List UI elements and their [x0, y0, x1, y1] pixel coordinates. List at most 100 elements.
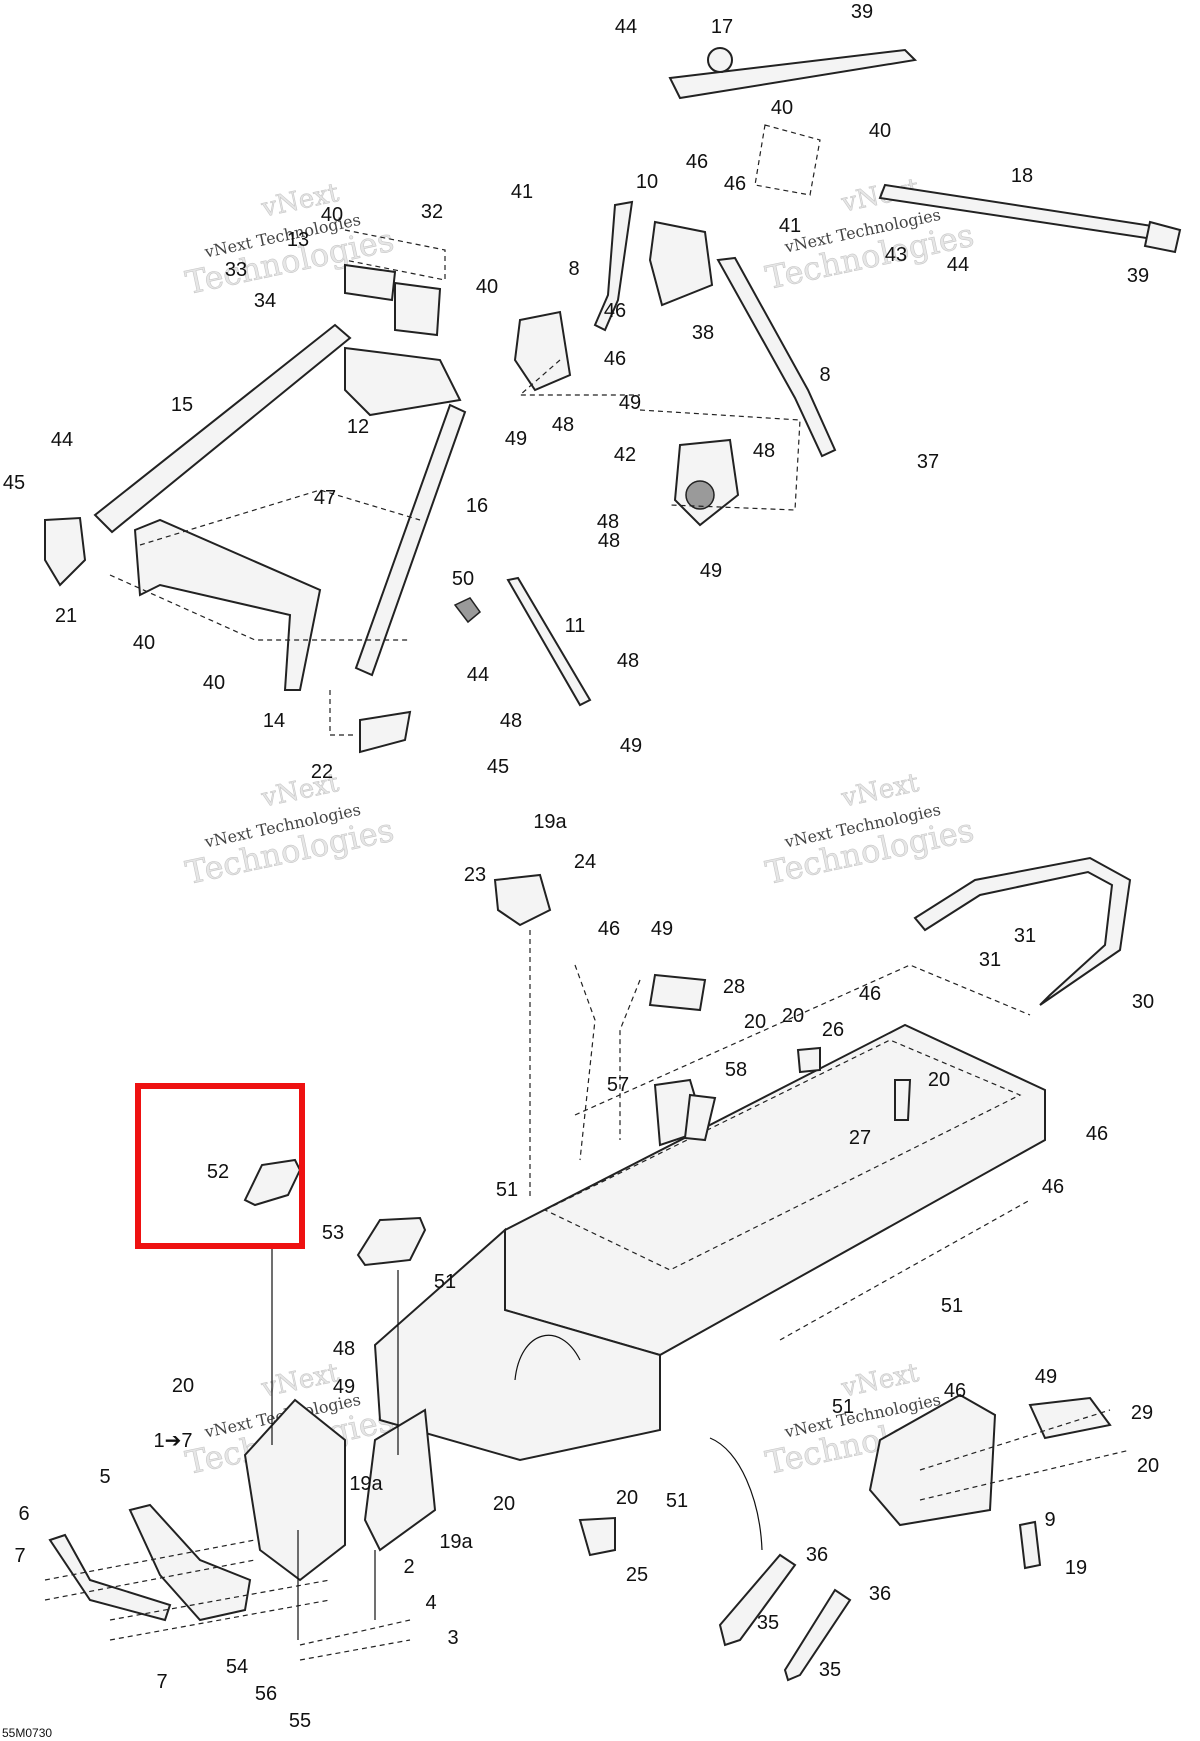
callout-label: 51	[832, 1396, 854, 1418]
callout-label: 23	[464, 864, 486, 886]
part-10-bracket	[648, 220, 714, 307]
dash-top-3	[344, 229, 446, 281]
mount-block-upper	[513, 310, 572, 392]
part-frame-right	[363, 1408, 437, 1552]
callout-label: 31	[979, 949, 1001, 971]
callout-label: 7	[156, 1671, 167, 1693]
callout-label: 47	[314, 487, 336, 509]
callout-label: 19	[1065, 1557, 1087, 1579]
arc-arrow-2	[709, 1437, 763, 1551]
part-18-endplate	[1143, 220, 1182, 254]
callout-label: 40	[133, 632, 155, 654]
drawing-code: 55M0730	[2, 1726, 52, 1740]
dash-bot-9	[919, 1409, 1111, 1471]
callout-label: 40	[869, 120, 891, 142]
callout-label: 48	[598, 530, 620, 552]
callout-label: 18	[1011, 165, 1033, 187]
callout-label: 20	[744, 1011, 766, 1033]
part-9-plate	[1018, 1520, 1042, 1570]
track-rail-lower	[779, 1199, 1031, 1341]
rear-plate	[868, 1393, 997, 1527]
dash-bot-10	[299, 1619, 411, 1646]
callout-label: 44	[615, 16, 637, 38]
arc-arrow-1	[514, 1334, 581, 1381]
dash-bot-2	[619, 979, 641, 1140]
callout-label: 46	[1086, 1123, 1108, 1145]
part-17-boss	[707, 47, 733, 73]
callout-label: 20	[616, 1487, 638, 1509]
callout-label: 39	[1127, 265, 1149, 287]
callout-label: 17	[711, 16, 733, 38]
part-28-block	[648, 973, 707, 1012]
callout-label: 16	[466, 495, 488, 517]
part-8-left-arm	[593, 200, 634, 332]
callout-label: 2	[403, 1556, 414, 1578]
part-26-bracket	[796, 1046, 821, 1074]
callout-label: 46	[686, 151, 708, 173]
part-17-bracket	[668, 48, 918, 100]
callout-label: 39	[851, 1, 873, 23]
callout-label: 14	[263, 710, 285, 732]
callout-label: 46	[724, 173, 746, 195]
part-53-wedge	[356, 1216, 427, 1267]
part-12-plate	[344, 346, 462, 417]
callout-label: 32	[421, 201, 443, 223]
callout-label: 46	[1042, 1176, 1064, 1198]
part-6-plate	[48, 1533, 172, 1622]
callout-label: 48	[552, 414, 574, 436]
callout-label: 20	[928, 1069, 950, 1091]
callout-label: 46	[859, 983, 881, 1005]
callout-label: 8	[568, 258, 579, 280]
part-11-link	[506, 576, 592, 707]
part-52-wedge	[243, 1158, 302, 1207]
callout-label: 48	[617, 650, 639, 672]
part-22-bracket	[359, 710, 412, 754]
callout-label: 57	[607, 1074, 629, 1096]
part-29-plate	[1028, 1396, 1112, 1440]
highlight-box-part-52	[135, 1083, 305, 1249]
callout-label: 26	[822, 1019, 844, 1041]
callout-label: 46	[944, 1380, 966, 1402]
callout-label: 49	[620, 735, 642, 757]
callout-label: 49	[651, 918, 673, 940]
part-13-plate	[344, 263, 397, 302]
part-50-bolt	[453, 597, 482, 624]
callout-label: 11	[565, 615, 586, 637]
reference-frame-top	[754, 124, 821, 196]
callout-label: 34	[254, 290, 276, 312]
callout-label: 56	[255, 1683, 277, 1705]
callout-label: 44	[947, 254, 969, 276]
callout-label: 58	[725, 1059, 747, 1081]
dash-bot-6	[109, 1579, 331, 1621]
callout-label: 9	[1044, 1509, 1055, 1531]
callout-label: 46	[604, 348, 626, 370]
callout-label: 49	[700, 560, 722, 582]
callout-label: 51	[941, 1295, 963, 1317]
callout-label: 52	[207, 1161, 229, 1183]
callout-label: 45	[487, 756, 509, 778]
callout-label: 10	[636, 171, 658, 193]
callout-label: 38	[692, 322, 714, 344]
callout-label: 49	[1035, 1366, 1057, 1388]
callout-label: 45	[3, 472, 25, 494]
part-25-bracket	[578, 1516, 616, 1557]
callout-label: 27	[849, 1127, 871, 1149]
callout-label: 29	[1131, 1402, 1153, 1424]
callout-label: 48	[333, 1338, 355, 1360]
callout-label: 21	[55, 605, 77, 627]
part-21-bracket	[44, 516, 87, 587]
callout-label: 37	[917, 451, 939, 473]
callout-label: 40	[321, 204, 343, 226]
callout-label: 44	[51, 429, 73, 451]
callout-label: 50	[452, 568, 474, 590]
callout-label: 20	[1137, 1455, 1159, 1477]
callout-label: 25	[626, 1564, 648, 1586]
callout-label: 6	[18, 1503, 29, 1525]
callout-label: 40	[476, 276, 498, 298]
callout-label: 46	[598, 918, 620, 940]
callout-label: 13	[287, 229, 309, 251]
part-16-rail	[354, 403, 467, 677]
callout-label: 44	[467, 664, 489, 686]
